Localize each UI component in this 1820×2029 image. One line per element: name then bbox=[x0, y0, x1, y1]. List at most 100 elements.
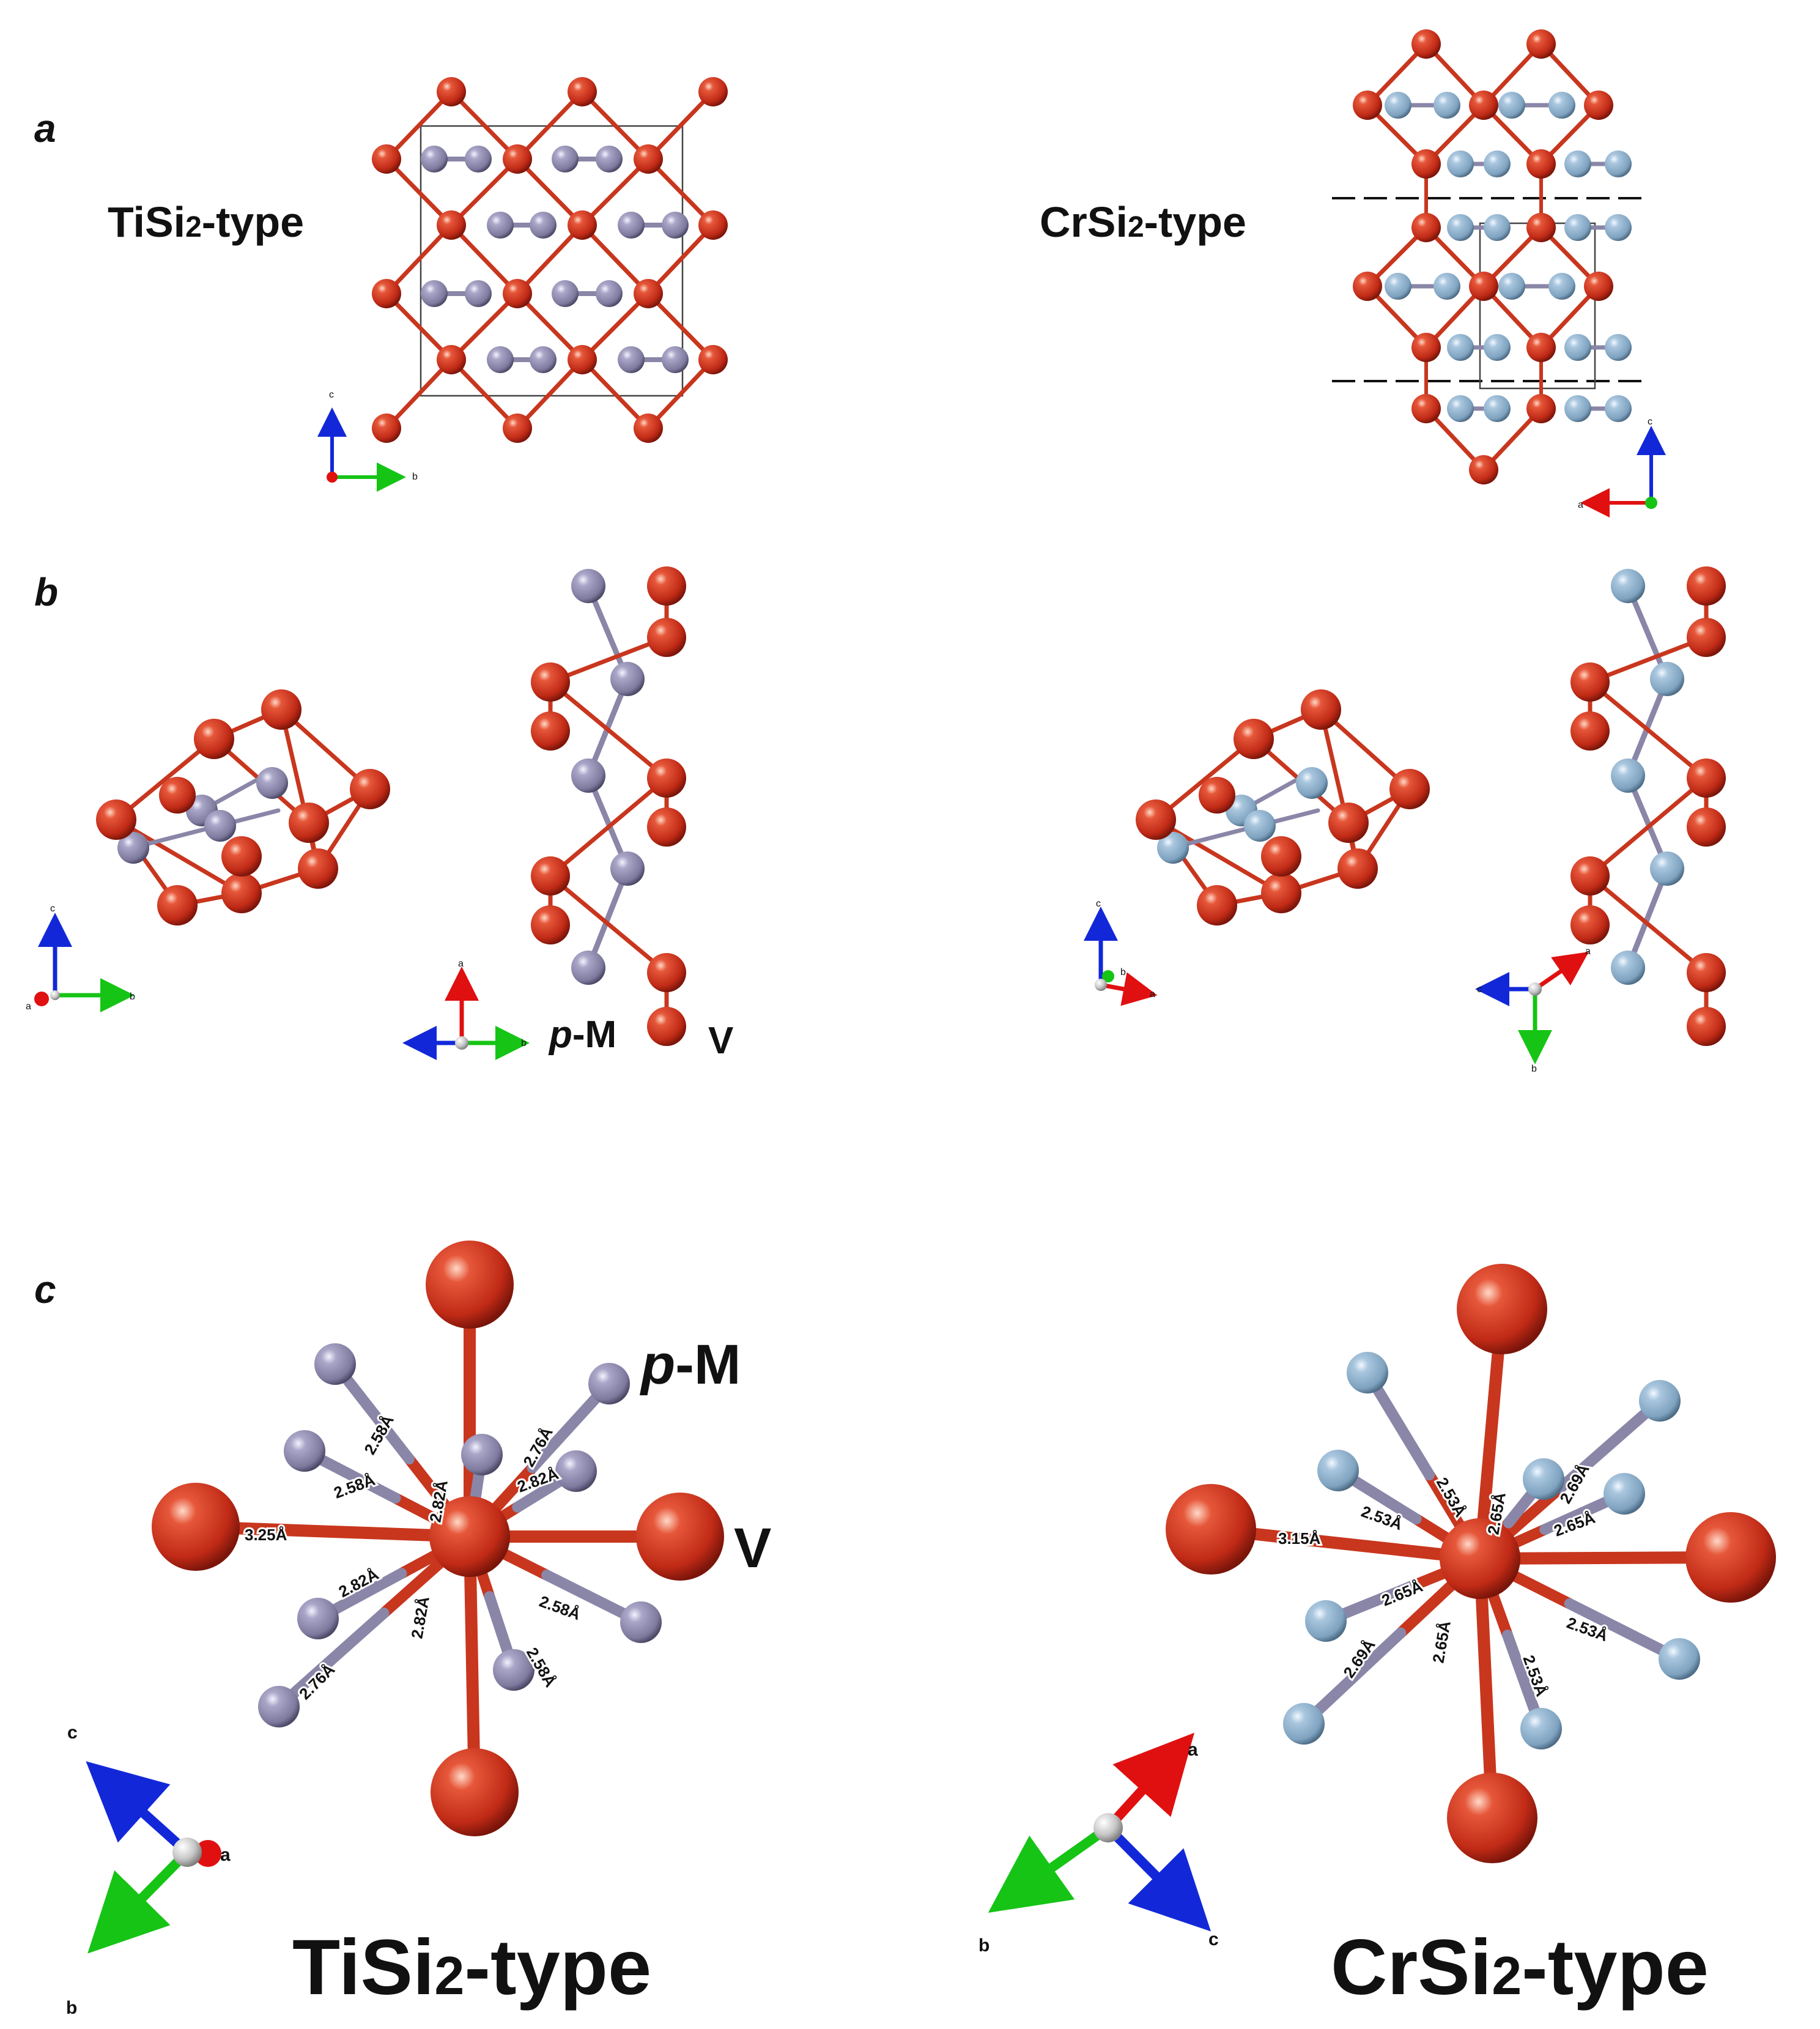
v-v-bond bbox=[384, 89, 454, 161]
bond-length-label: 2.58Å bbox=[537, 1592, 583, 1623]
v-v-bond bbox=[449, 291, 520, 362]
p-atom bbox=[1564, 214, 1591, 241]
axis-label-b: b bbox=[978, 1935, 990, 1956]
p-p-bond bbox=[1625, 866, 1670, 971]
v-atom bbox=[531, 711, 570, 751]
v-atom bbox=[1301, 689, 1341, 730]
p-atom bbox=[596, 280, 623, 307]
v-v-bond bbox=[1588, 635, 1709, 684]
p-atom bbox=[1498, 273, 1525, 300]
v-atom bbox=[1411, 213, 1441, 242]
bond-length-label: 2.65Å bbox=[1379, 1577, 1426, 1610]
p-atom bbox=[421, 280, 448, 307]
p-atom bbox=[1564, 395, 1591, 422]
p-atom bbox=[1604, 1473, 1645, 1515]
axis-triad-b-cr-1: c b a bbox=[1084, 899, 1158, 1006]
v-atom bbox=[1411, 394, 1441, 423]
panel-label-c: c bbox=[34, 1267, 56, 1311]
crsi2-projection-a bbox=[1332, 29, 1645, 484]
v-v-bond bbox=[646, 357, 716, 431]
axis-label-c: c bbox=[1208, 1929, 1219, 1949]
v-atom bbox=[503, 144, 532, 174]
v-atom bbox=[568, 77, 597, 106]
axis-label-a: a bbox=[1188, 1740, 1198, 1760]
v-v-bond bbox=[515, 89, 585, 161]
v-atom bbox=[647, 1007, 686, 1046]
v-v-bond bbox=[515, 223, 585, 296]
v-atom bbox=[1687, 1007, 1726, 1046]
v-atom bbox=[568, 345, 597, 374]
v-v-bond bbox=[646, 291, 716, 362]
bond-length-label: 2.65Å bbox=[1429, 1619, 1454, 1664]
v-v-bond bbox=[646, 157, 716, 228]
v-atom bbox=[531, 662, 570, 702]
p-atom bbox=[1385, 92, 1411, 119]
v-v-bond bbox=[515, 357, 585, 431]
p-atom bbox=[1283, 1703, 1325, 1745]
crsi2-zigzag-chain-b bbox=[1570, 566, 1726, 1046]
tisi2-projection-a bbox=[372, 77, 728, 443]
p-atom bbox=[1639, 1380, 1681, 1422]
v-atom bbox=[1526, 149, 1556, 179]
v-atom bbox=[96, 799, 136, 840]
v-atom bbox=[298, 848, 338, 889]
v-v-bond bbox=[384, 223, 454, 296]
v-atom bbox=[426, 1241, 514, 1329]
v-atom bbox=[372, 414, 401, 443]
v-atom bbox=[1584, 272, 1613, 301]
v-atom bbox=[1469, 91, 1498, 120]
v-atom bbox=[1687, 566, 1726, 606]
p-atom bbox=[1447, 214, 1474, 241]
axis-triad-a-ti: c b bbox=[317, 390, 418, 492]
p-atom bbox=[1244, 810, 1276, 842]
v-atom bbox=[194, 719, 234, 759]
v-atom bbox=[221, 836, 262, 877]
central-v-atom bbox=[1440, 1518, 1520, 1599]
p-atom bbox=[1484, 334, 1511, 361]
axis-triad-a-cr: c a bbox=[1578, 417, 1666, 517]
p-atom bbox=[552, 146, 579, 172]
v-atom bbox=[1687, 759, 1726, 798]
p-atom bbox=[256, 767, 288, 799]
v-atom bbox=[1353, 272, 1382, 301]
p-atom bbox=[117, 832, 149, 864]
v-v-bond bbox=[646, 89, 716, 161]
v-atom bbox=[437, 77, 466, 106]
p-atom bbox=[1659, 1638, 1700, 1680]
p-atom bbox=[555, 1450, 597, 1492]
v-atom bbox=[634, 279, 663, 308]
v-v-bond bbox=[384, 357, 454, 431]
p-atom bbox=[1564, 334, 1591, 361]
v-atom bbox=[1526, 213, 1556, 242]
v-atom bbox=[1457, 1264, 1547, 1354]
p-atom bbox=[1317, 1450, 1359, 1491]
v-label-c: V bbox=[734, 1517, 771, 1579]
axis-label-a: a bbox=[26, 1001, 31, 1012]
v-v-bond bbox=[1588, 680, 1709, 781]
axis-label-b: b bbox=[412, 472, 418, 482]
crsi2-type-label-c: CrSi2-type bbox=[1331, 1924, 1709, 2011]
v-atom bbox=[1526, 29, 1556, 59]
v-atom bbox=[568, 210, 597, 240]
v-v-bond bbox=[580, 291, 651, 362]
v-atom bbox=[289, 803, 329, 843]
v-atom bbox=[531, 856, 570, 896]
bond-length-label: 3.15Å bbox=[1278, 1529, 1321, 1548]
tisi2-type-label-c: TiSi2-type bbox=[292, 1924, 651, 2011]
axis-label-c: c bbox=[329, 390, 334, 400]
axis-label-b: b bbox=[1120, 967, 1126, 977]
axis-triad-b-ti-1: c b a bbox=[26, 903, 135, 1012]
v-atom bbox=[261, 689, 301, 730]
p-atom bbox=[662, 346, 689, 373]
v-atom bbox=[1526, 333, 1556, 362]
v-atom bbox=[698, 345, 728, 374]
v-v-bond bbox=[449, 89, 520, 161]
v-atom bbox=[636, 1493, 724, 1581]
p-atom bbox=[1296, 767, 1328, 799]
p-atom bbox=[1433, 92, 1460, 119]
p-atom bbox=[1548, 92, 1575, 119]
v-atom bbox=[1526, 394, 1556, 423]
v-p-bond bbox=[273, 1608, 390, 1712]
